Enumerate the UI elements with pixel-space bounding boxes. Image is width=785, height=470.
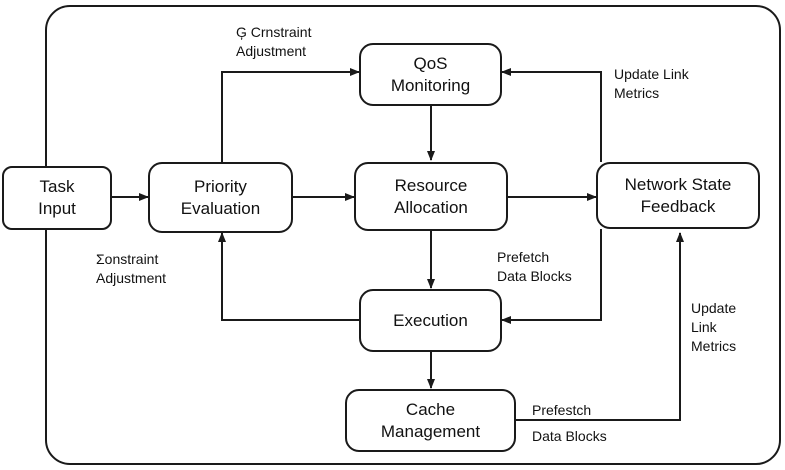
qos-monitoring-node: QoS Monitoring	[359, 43, 502, 106]
label-constraint-adjustment-left: Σonstraint Adjustment	[96, 251, 167, 286]
edge-execution-to-priority	[218, 232, 359, 321]
label-constraint-adjustment-top: Ģ Crnstraint Adjustment	[236, 24, 312, 59]
edge-priority-to-qos	[221, 68, 360, 162]
label-update-link-metrics-right: Update Link Metrics	[691, 300, 737, 354]
priority-evaluation-node: Priority Evaluation	[148, 162, 293, 233]
task-input-node: Task Input	[2, 166, 112, 230]
edge-cache-to-network	[516, 232, 684, 421]
label-prefetch-bottom-line1: Prefestch	[532, 402, 592, 418]
resource-allocation-node: Resource Allocation	[354, 162, 508, 231]
network-state-feedback-node: Network State Feedback	[596, 162, 760, 229]
edge-network-to-execution	[501, 229, 602, 324]
outer-frame	[45, 5, 781, 465]
execution-node: Execution	[359, 289, 502, 352]
label-update-link-metrics-top: Update Link Metrics	[614, 66, 689, 101]
edge-network-to-qos	[501, 68, 602, 162]
label-prefetch-data-blocks-middle: Prefetch Data Blocks	[497, 249, 572, 284]
label-prefetch-bottom-line2: Data Blocks	[532, 428, 607, 444]
cache-management-node: Cache Management	[345, 389, 516, 452]
